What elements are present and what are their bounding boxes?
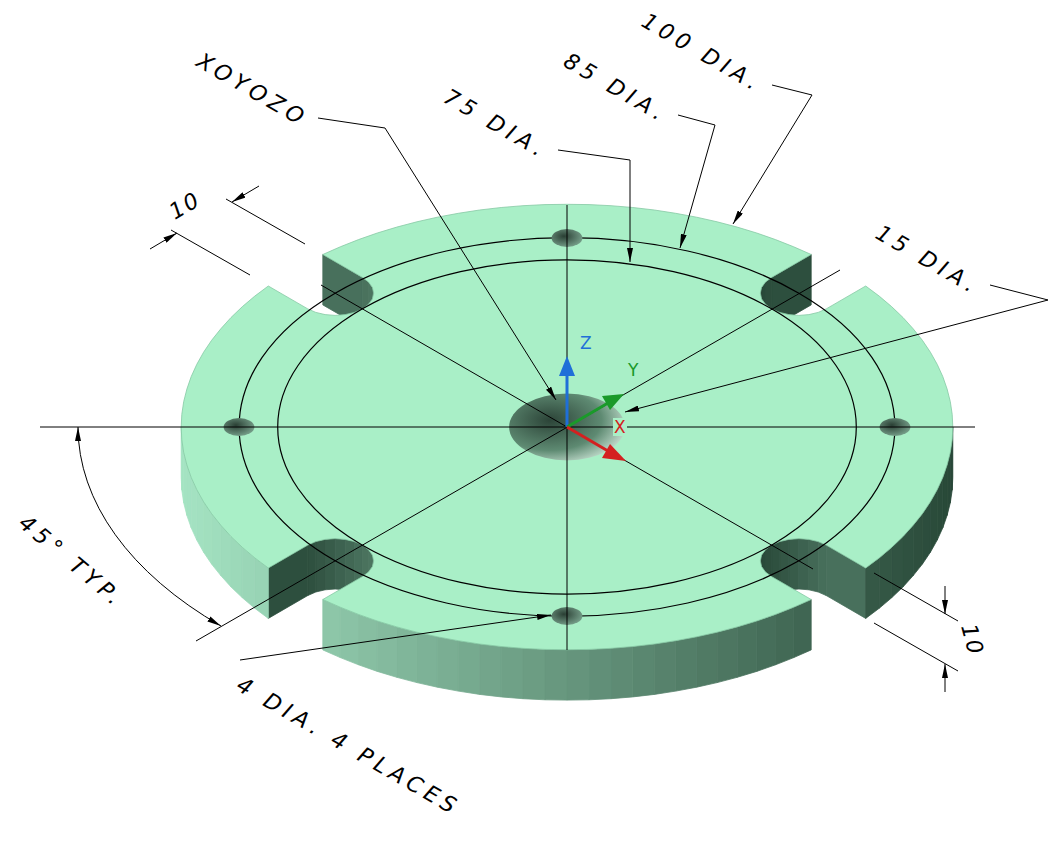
extension-line <box>226 199 305 244</box>
angle-label: 45° TYP. <box>13 510 129 614</box>
slot-wall <box>308 542 316 596</box>
center-line <box>321 285 813 569</box>
center-line <box>196 270 840 641</box>
leader-line <box>678 115 715 248</box>
x-axis <box>567 427 608 451</box>
cylinder-side <box>654 641 675 695</box>
leader-line <box>558 150 630 262</box>
cylinder-side <box>737 621 757 677</box>
cylinder-side <box>757 614 776 671</box>
axis-label: X <box>613 418 627 436</box>
extension-line <box>171 230 250 275</box>
origin-label: XOYOZO <box>192 48 313 133</box>
cylinder-side <box>633 644 655 697</box>
dimension-arrow <box>945 664 946 692</box>
slot-wall <box>316 539 325 592</box>
extension-line <box>874 623 958 671</box>
center-line <box>40 427 975 428</box>
extension-line <box>874 573 958 621</box>
dimension-label: 75 DIA. <box>439 84 552 164</box>
leaders <box>240 85 1048 660</box>
dimension-label: 100 DIA. <box>637 8 767 98</box>
dimension-label: 85 DIA. <box>559 48 672 128</box>
center-lines <box>40 205 975 650</box>
x-arrowhead <box>602 444 626 461</box>
axis-label: Z <box>579 334 593 352</box>
cylinder-side <box>480 644 502 697</box>
leader-line <box>240 615 551 660</box>
y-arrowhead <box>602 394 624 410</box>
z-arrowhead <box>559 356 575 376</box>
leader-line <box>318 118 556 400</box>
cylinder-side <box>323 600 341 658</box>
dimension-label: 15 DIA. <box>871 220 984 300</box>
axis-label: Y <box>627 361 639 379</box>
dimension-arrow <box>232 186 259 202</box>
disk-solid <box>181 204 953 700</box>
cylinder-side <box>676 637 697 691</box>
dimension-arrow <box>945 586 946 614</box>
leader-line <box>625 285 1048 412</box>
cylinder-side <box>589 648 611 700</box>
cylinder-side <box>697 632 718 687</box>
cylinder-side <box>545 649 567 700</box>
dimension-arrow <box>150 233 177 249</box>
z-axis <box>566 372 569 427</box>
cylinder-side <box>776 607 794 665</box>
cylinder-side <box>458 641 479 695</box>
y-axis <box>567 403 608 427</box>
cylinder-side <box>567 649 589 700</box>
cylinder-side <box>794 600 812 658</box>
cylinder-side <box>340 607 358 665</box>
cylinder-side <box>417 632 438 687</box>
ucs-icon <box>559 356 626 461</box>
slot-wall <box>818 542 826 596</box>
dimensions <box>78 186 958 692</box>
slot-wall <box>809 539 818 592</box>
dimension-value: 10 <box>955 621 988 659</box>
cylinder-side <box>717 627 737 683</box>
cylinder-side <box>437 637 458 691</box>
cylinder-side <box>611 647 633 699</box>
leader-line <box>733 85 812 224</box>
dimension-value: 10 <box>165 187 206 226</box>
note-label: 4 DIA. 4 PLACES <box>232 672 465 821</box>
cylinder-side <box>377 621 397 677</box>
cylinder-side <box>523 648 545 700</box>
cylinder-side <box>501 647 523 699</box>
